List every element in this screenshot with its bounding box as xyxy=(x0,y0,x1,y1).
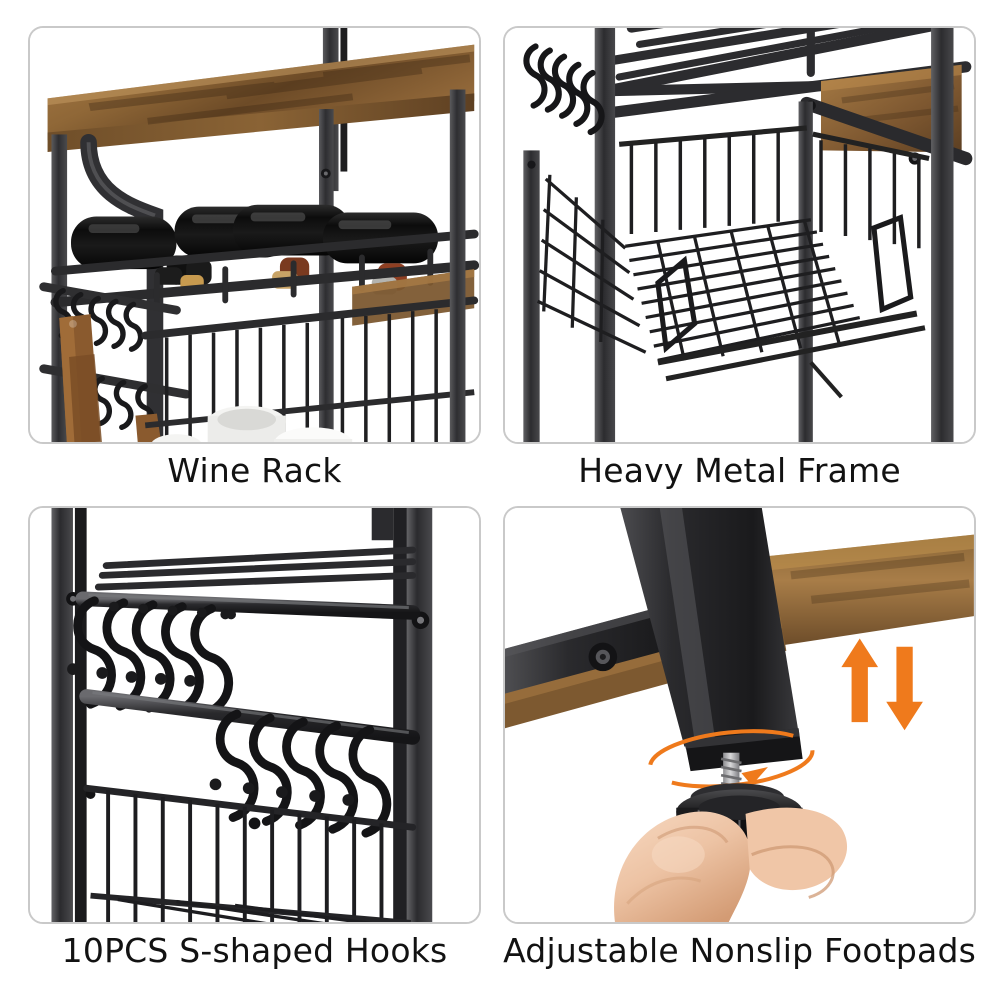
s-hooks-lower xyxy=(215,709,392,838)
right-post xyxy=(406,508,433,922)
inner-post xyxy=(798,101,813,442)
lower-rail xyxy=(79,689,421,745)
left-post xyxy=(51,508,73,922)
panel-heavy-metal-frame[interactable] xyxy=(503,26,976,444)
feature-cell-adjustable-nonslip-footpads: Adjustable Nonslip Footpads xyxy=(503,506,976,978)
adjustable-footpads-illustration xyxy=(505,508,974,922)
wood-tabletop xyxy=(47,44,475,153)
right-post xyxy=(449,89,466,442)
right-post xyxy=(931,28,954,442)
wine-bottle xyxy=(71,216,177,270)
caption-adjustable-nonslip-footpads: Adjustable Nonslip Footpads xyxy=(503,931,976,970)
s-hooks xyxy=(523,43,605,136)
s-shaped-hooks-illustration xyxy=(30,508,480,922)
caption-wine-rack: Wine Rack xyxy=(167,451,342,490)
basket-handle xyxy=(655,255,698,354)
ceramic-mugs xyxy=(152,405,353,442)
feature-cell-s-shaped-hooks: 10PCS S-shaped Hooks xyxy=(28,506,482,978)
panel-wine-rack[interactable] xyxy=(28,26,482,444)
feature-cell-heavy-metal-frame: Heavy Metal Frame xyxy=(503,26,976,498)
cutting-boards xyxy=(59,314,162,442)
s-hooks-upper xyxy=(73,596,234,717)
caption-s-shaped-hooks: 10PCS S-shaped Hooks xyxy=(61,931,448,970)
wine-bottle-rack xyxy=(50,229,480,310)
panel-adjustable-nonslip-footpads[interactable] xyxy=(503,506,976,924)
far-left-post xyxy=(523,150,540,442)
wire-mesh-basket xyxy=(537,125,930,399)
feature-cell-wine-rack: Wine Rack xyxy=(28,26,482,498)
panel-s-shaped-hooks[interactable] xyxy=(28,506,482,924)
wine-rack-illustration xyxy=(30,28,480,442)
wire-basket xyxy=(83,784,417,922)
heavy-metal-frame-illustration xyxy=(505,28,974,442)
hand xyxy=(614,807,848,922)
caption-heavy-metal-frame: Heavy Metal Frame xyxy=(578,451,901,490)
